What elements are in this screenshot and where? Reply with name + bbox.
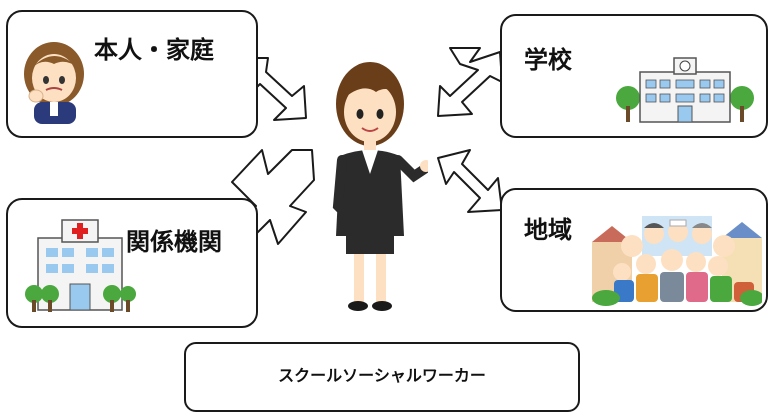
worried-child-icon [24,42,84,124]
community-people-icon [592,216,762,306]
label-school: 学校 [524,46,572,74]
label-community: 地域 [524,216,572,244]
label-self-family: 本人・家庭 [94,36,214,64]
caption-text: スクールソーシャルワーカー [278,366,486,385]
box-community: 地域 [500,188,768,312]
box-agencies: 関係機関 [6,198,258,328]
arrow-school [437,47,503,117]
arrow-community [437,149,503,213]
social-worker-figure [332,62,428,311]
hospital-building-icon [25,219,136,312]
label-agencies: 関係機関 [126,228,222,256]
box-self-family: 本人・家庭 [6,10,258,138]
school-building-icon [616,57,754,123]
box-school: 学校 [500,14,768,138]
caption-box: スクールソーシャルワーカー [184,342,580,412]
